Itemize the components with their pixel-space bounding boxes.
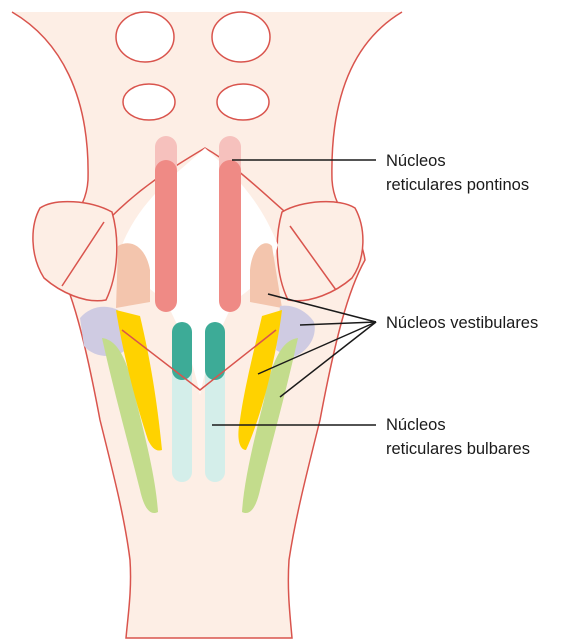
label-pontine-line1: Núcleos	[386, 152, 446, 170]
label-bulbar-line2: reticulares bulbares	[386, 440, 530, 458]
inferior-colliculus-left	[123, 84, 175, 120]
label-bulbar-line1: Núcleos	[386, 416, 446, 434]
pontine-nucleus-right	[219, 160, 241, 312]
bulbar-nucleus-right	[205, 322, 225, 380]
cerebellar-peduncle-left	[33, 202, 117, 301]
superior-colliculus-left	[116, 12, 174, 62]
inferior-colliculus-right	[217, 84, 269, 120]
pontine-nucleus-left	[155, 160, 177, 312]
label-pontine-line2: reticulares pontinos	[386, 176, 529, 194]
label-vestibular: Núcleos vestibulares	[386, 314, 538, 332]
superior-colliculus-right	[212, 12, 270, 62]
